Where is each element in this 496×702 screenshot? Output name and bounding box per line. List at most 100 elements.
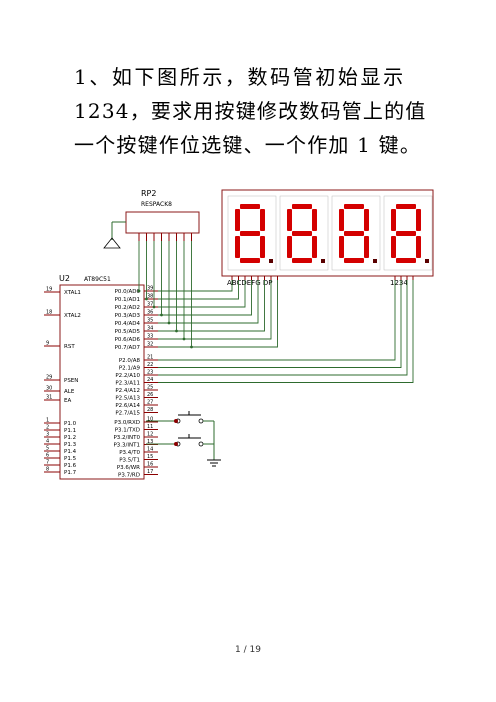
segment bbox=[391, 209, 396, 231]
mcu-right-pin-number: 13 bbox=[147, 439, 153, 445]
mcu-right-pin-name: P2.1/A9 bbox=[119, 366, 141, 372]
segment bbox=[292, 258, 312, 263]
button-add bbox=[146, 434, 214, 447]
mcu-right-pin-name: P3.4/T0 bbox=[119, 450, 140, 456]
segment bbox=[396, 231, 416, 236]
segment bbox=[235, 209, 240, 231]
mcu-left-pin-number: 19 bbox=[46, 287, 52, 293]
mcu-left-pin-number: 31 bbox=[46, 395, 52, 401]
digit-1: 8 bbox=[227, 195, 277, 271]
mcu-left-pin-name: XTAL1 bbox=[64, 290, 81, 296]
mcu-left-pin-name: RST bbox=[64, 344, 75, 350]
mcu-right-pin-number: 16 bbox=[147, 462, 153, 468]
p0-to-display-wire bbox=[158, 280, 278, 348]
digit-3: 8 bbox=[331, 195, 381, 271]
p2-to-display-wire bbox=[158, 280, 396, 361]
mcu-right-pin-number: 32 bbox=[147, 342, 153, 348]
mcu-u2: U2 AT89C51 19XTAL118XTAL29RST29PSEN30ALE… bbox=[44, 274, 158, 480]
segment bbox=[240, 204, 260, 209]
mcu-right-pin-name: P0.4/AD4 bbox=[115, 321, 141, 327]
decimal-point bbox=[373, 259, 377, 263]
mcu-right-pin-name: P3.1/TXD bbox=[115, 428, 140, 434]
mcu-right-pin-name: P2.7/A15 bbox=[115, 411, 140, 417]
segment bbox=[364, 209, 369, 231]
segment bbox=[416, 209, 421, 231]
p0-to-display-wire bbox=[158, 280, 246, 308]
mcu-right-pin-name: P0.1/AD1 bbox=[115, 297, 140, 303]
junction-dot bbox=[167, 321, 171, 325]
mcu-right-pin-name: P0.2/AD2 bbox=[115, 305, 140, 311]
junction-dot bbox=[182, 337, 186, 341]
mcu-right-pin-number: 38 bbox=[147, 294, 153, 300]
p2-to-display-wire bbox=[158, 280, 414, 383]
segment bbox=[391, 236, 396, 258]
mcu-left-pin-number: 4 bbox=[46, 439, 49, 445]
mcu-left-pin-name: P1.3 bbox=[64, 442, 77, 448]
mcu-left-pin-name: EA bbox=[64, 398, 71, 404]
mcu-left-pin-name: P1.0 bbox=[64, 421, 77, 427]
segment bbox=[287, 209, 292, 231]
decimal-point bbox=[269, 259, 273, 263]
bus-wires bbox=[137, 241, 414, 383]
mcu-left-pin-name: XTAL2 bbox=[64, 313, 81, 319]
mcu-right-pin-number: 23 bbox=[147, 370, 153, 376]
mcu-left-pin-name: P1.5 bbox=[64, 456, 77, 462]
mcu-right-pin-name: P0.5/AD5 bbox=[115, 329, 141, 335]
seven-segment-display: 8888 ABCDEFG DP 1234 bbox=[221, 189, 434, 287]
mcu-right-pin-name: P2.4/A12 bbox=[115, 388, 140, 394]
p2-to-display-wire bbox=[158, 280, 402, 368]
question-paragraph: 1、如下图所示，数码管初始显示 1234，要求用按键修改数码管上的值 一个按键作… bbox=[74, 60, 434, 162]
segment bbox=[312, 236, 317, 258]
mcu-left-pin-name: P1.6 bbox=[64, 463, 77, 469]
mcu-right-pin-name: P3.5/T1 bbox=[119, 458, 140, 464]
mcu-left-pin-number: 6 bbox=[46, 453, 49, 459]
segment bbox=[344, 231, 364, 236]
mcu-part: AT89C51 bbox=[84, 276, 111, 283]
mcu-right-pin-name: P2.2/A10 bbox=[115, 373, 140, 379]
mcu-right-pin-name: P2.6/A14 bbox=[115, 403, 140, 409]
mcu-right-pin-name: P3.0/RXD bbox=[114, 420, 140, 426]
segment bbox=[240, 231, 260, 236]
rp2-label: RP2 bbox=[141, 189, 156, 198]
mcu-right-pin-number: 22 bbox=[147, 362, 153, 368]
mcu-left-pin-number: 18 bbox=[46, 310, 52, 316]
rp2-body bbox=[125, 211, 200, 234]
mcu-left-pin-name: P1.4 bbox=[64, 449, 77, 455]
mcu-right-pin-number: 34 bbox=[147, 326, 153, 332]
mcu-left-pin-name: PSEN bbox=[64, 378, 78, 384]
page-number: 1 / 19 bbox=[235, 645, 261, 655]
mcu-right-pin-name: P2.5/A13 bbox=[115, 396, 140, 402]
mcu-right-pin-name: P3.6/WR bbox=[117, 465, 140, 471]
button-select bbox=[146, 411, 214, 424]
decimal-point bbox=[425, 259, 429, 263]
mcu-right-pin-number: 33 bbox=[147, 334, 153, 340]
mcu-right-pin-name: P0.0/AD0 bbox=[115, 289, 141, 295]
mcu-right-pin-name: P3.3/INT1 bbox=[113, 443, 140, 449]
mcu-label: U2 bbox=[59, 274, 70, 283]
mcu-left-pin-number: 3 bbox=[46, 432, 49, 438]
mcu-body bbox=[59, 284, 145, 480]
mcu-right-pin-number: 26 bbox=[147, 392, 153, 398]
mcu-right-pin-name: P3.7/RD bbox=[118, 473, 140, 479]
junction-dot bbox=[160, 313, 163, 317]
mcu-right-pin-name: P2.0/A8 bbox=[119, 358, 141, 364]
mcu-right-pin-name: P2.3/A11 bbox=[115, 381, 140, 387]
mcu-right-pin-number: 28 bbox=[147, 407, 153, 413]
junction-dot bbox=[152, 305, 156, 309]
mcu-right-pin-number: 39 bbox=[147, 286, 153, 292]
mcu-left-pins: 19XTAL118XTAL29RST29PSEN30ALE31EA1P1.02P… bbox=[44, 287, 81, 476]
segment bbox=[344, 258, 364, 263]
mcu-right-pin-name: P0.3/AD3 bbox=[115, 313, 141, 319]
mcu-right-pin-number: 36 bbox=[147, 310, 153, 316]
segment bbox=[312, 209, 317, 231]
p0-to-display-wire bbox=[158, 280, 239, 300]
p0-to-display-wire bbox=[158, 280, 252, 316]
segment bbox=[240, 258, 260, 263]
mcu-left-pin-number: 9 bbox=[46, 341, 49, 347]
mcu-right-pin-name: P0.7/AD7 bbox=[115, 345, 141, 351]
mcu-right-pin-number: 12 bbox=[147, 432, 153, 438]
mcu-left-pin-number: 1 bbox=[46, 418, 49, 424]
question-line-2: 1234，要求用按键修改数码管上的值 bbox=[74, 99, 427, 123]
segment bbox=[396, 258, 416, 263]
mcu-right-pin-number: 21 bbox=[147, 355, 153, 361]
